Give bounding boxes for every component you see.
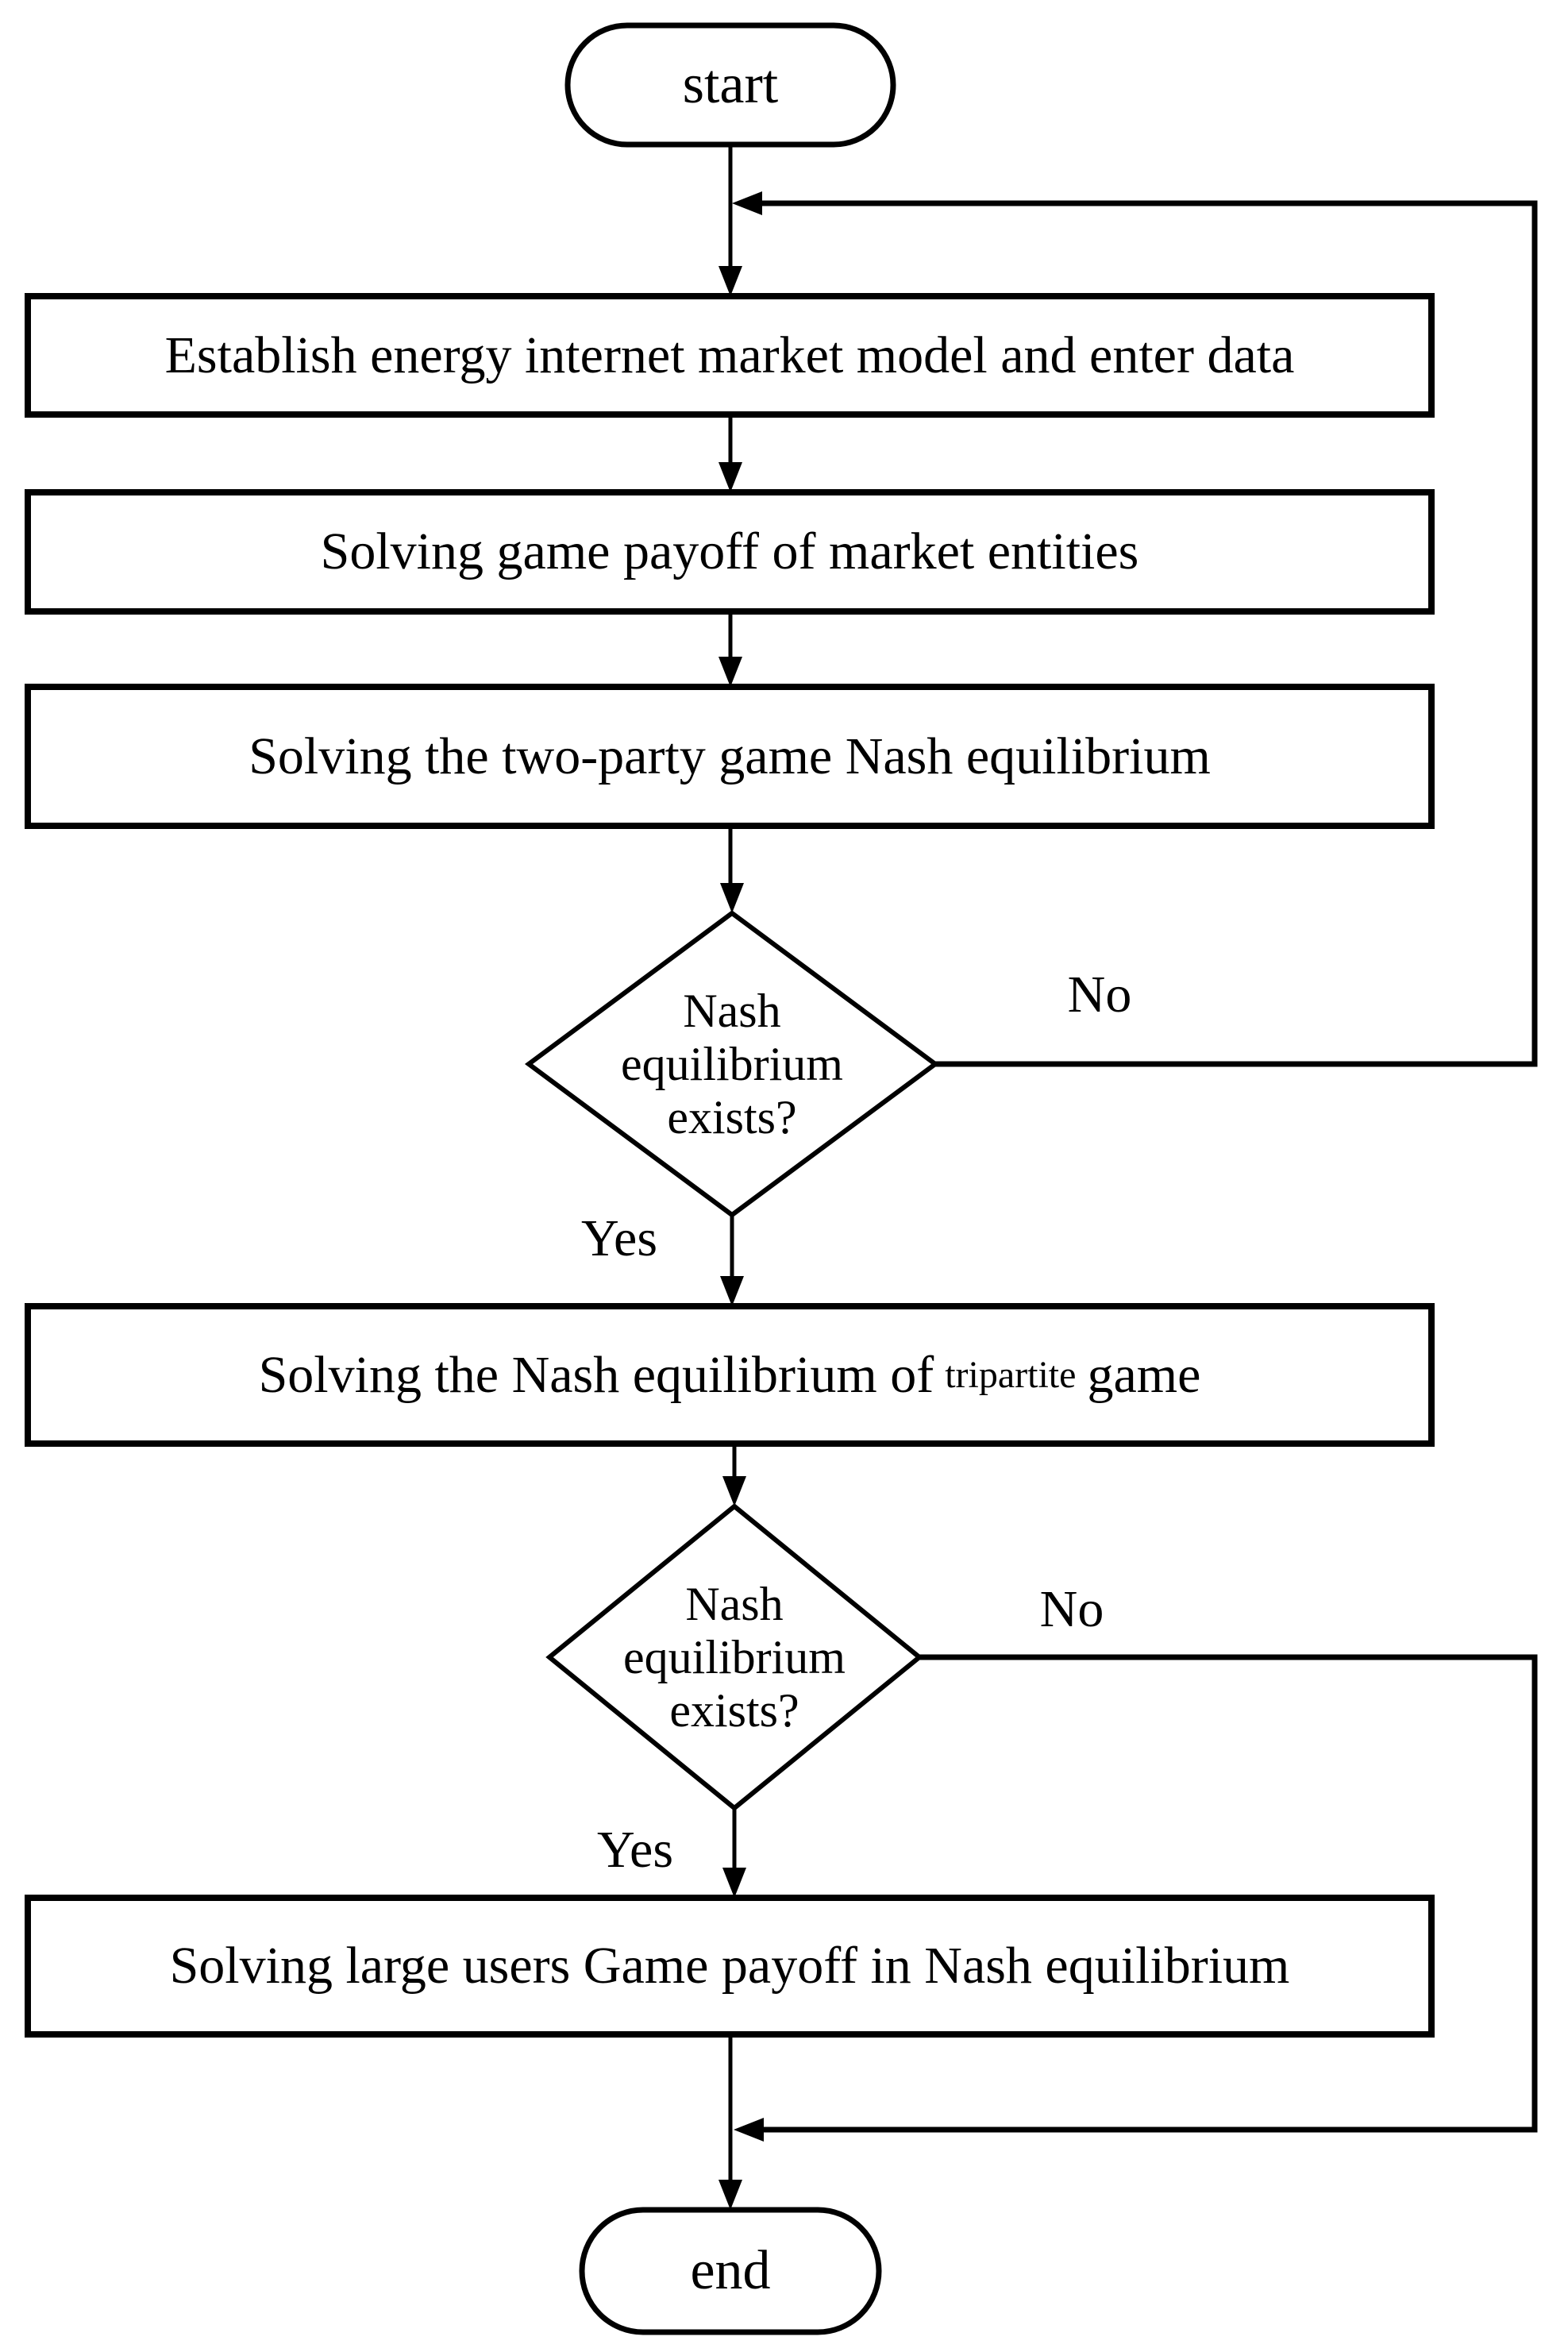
arrowhead-into-decision2 — [722, 1476, 746, 1506]
decision1-no-label: No — [1067, 966, 1132, 1024]
arrowhead-into-end — [719, 2180, 742, 2210]
process-largeusers-label: Solving large users Game payoff in Nash … — [169, 1937, 1290, 1995]
arrowhead-into-establish — [719, 266, 742, 296]
process-payoff-shape — [25, 489, 1435, 615]
decision1-diamond-shape — [524, 910, 940, 1218]
decision1-line3: exists? — [667, 1090, 797, 1143]
decision2-yes-label: Yes — [596, 1821, 674, 1879]
arrowhead-no-loop-junction — [732, 191, 762, 215]
arrowhead-into-payoff — [719, 462, 742, 492]
decision2-line1: Nash — [685, 1577, 784, 1630]
process-twoparty-shape — [25, 684, 1435, 829]
arrowhead-into-decision1 — [720, 883, 744, 913]
tripartite-label-suffix: game — [1087, 1345, 1201, 1404]
decision2-no-label: No — [1039, 1580, 1104, 1638]
decision1-label: Nash equilibrium exists? — [494, 977, 970, 1151]
start-node-shape — [564, 22, 896, 148]
decision1-yes-label: Yes — [580, 1209, 658, 1267]
arrowhead-into-largeusers — [722, 1868, 746, 1898]
decision2-line3: exists? — [669, 1683, 799, 1737]
tripartite-label-prefix: Solving the Nash equilibrium of — [258, 1345, 934, 1404]
decision2-label: Nash equilibrium exists? — [496, 1570, 973, 1745]
decision1-line1: Nash — [683, 984, 781, 1037]
tripartite-label-small-word: tripartite — [945, 1354, 1077, 1396]
no-branch-loop-line-1 — [761, 200, 1538, 1067]
arrowhead-into-tripartite — [720, 1276, 744, 1306]
process-tripartite-label: Solving the Nash equilibrium of triparti… — [28, 1306, 1431, 1444]
process-establish-label: Establish energy internet market model a… — [164, 326, 1295, 384]
process-payoff-label: Solving game payoff of market entities — [320, 522, 1139, 580]
no-branch-loop-line-2 — [762, 1654, 1538, 2133]
end-node-shape — [579, 2207, 882, 2335]
process-tripartite-shape — [25, 1303, 1435, 1447]
arrowhead-into-twoparty — [719, 657, 742, 687]
arrowhead-no-loop-junction-2 — [734, 2118, 764, 2142]
decision1-line2: equilibrium — [621, 1037, 843, 1090]
process-largeusers-shape — [25, 1895, 1435, 2038]
process-establish-shape — [25, 293, 1435, 418]
start-node-label: start — [682, 54, 779, 115]
decision2-diamond-shape — [545, 1503, 923, 1811]
end-node-label: end — [690, 2240, 771, 2301]
process-twoparty-label: Solving the two-party game Nash equilibr… — [248, 727, 1211, 785]
decision2-line2: equilibrium — [623, 1630, 846, 1683]
